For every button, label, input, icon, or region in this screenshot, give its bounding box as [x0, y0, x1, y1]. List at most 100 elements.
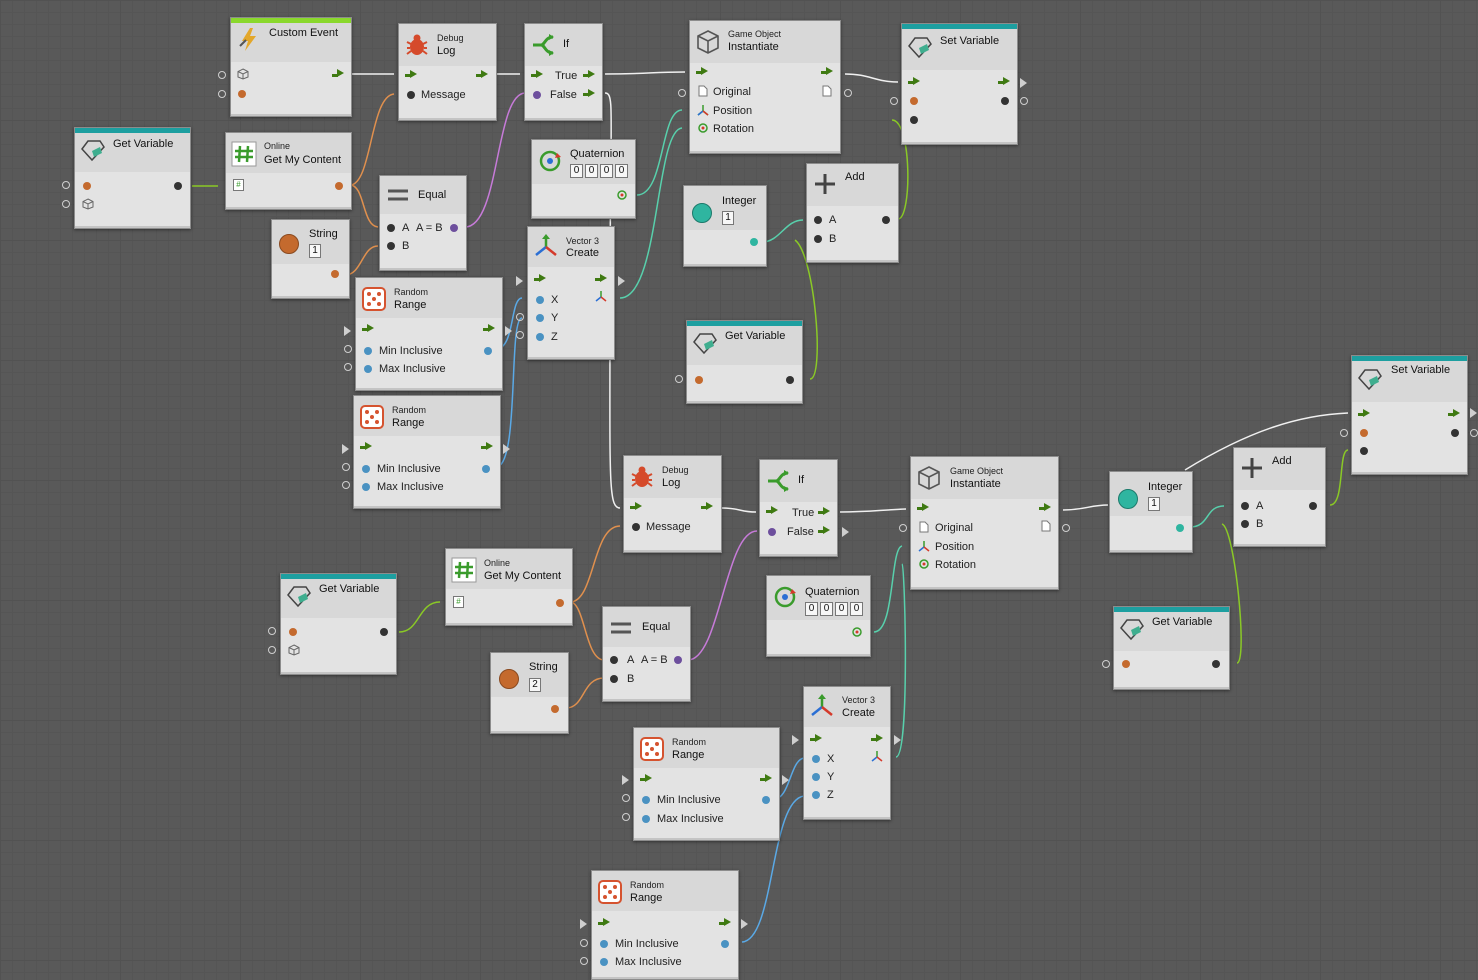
port-max[interactable] — [364, 365, 372, 373]
flow-out-empty[interactable] — [741, 919, 748, 929]
port-empty[interactable] — [899, 524, 907, 532]
port-min[interactable] — [642, 796, 650, 804]
flow-in-arrow[interactable] — [539, 274, 546, 282]
port-y[interactable] — [812, 773, 820, 781]
custom-event-node[interactable]: Custom Event — [230, 17, 352, 117]
flow-true-arrow[interactable] — [588, 70, 595, 78]
random-range-node[interactable]: Random Range Min Inclusive Max Inclusive — [353, 395, 501, 509]
port-empty[interactable] — [268, 646, 276, 654]
flow-in[interactable] — [362, 328, 368, 331]
flow-out[interactable] — [1039, 507, 1045, 510]
flow-in-arrow[interactable] — [603, 918, 610, 926]
flow-out-arrow[interactable] — [876, 734, 883, 742]
port-sum[interactable] — [882, 216, 890, 224]
port-min[interactable] — [362, 465, 370, 473]
get-variable-node[interactable]: Get Variable — [1113, 606, 1230, 690]
flow-out-arrow[interactable] — [1453, 409, 1460, 417]
flow-out-arrow[interactable] — [765, 774, 772, 782]
flow-out-empty[interactable] — [618, 276, 625, 286]
port-empty[interactable] — [675, 375, 683, 383]
port-value-out[interactable] — [1212, 660, 1220, 668]
flow-in-empty[interactable] — [580, 919, 587, 929]
flow-out-arrow[interactable] — [481, 70, 488, 78]
port-result[interactable] — [450, 224, 458, 232]
port-empty[interactable] — [342, 481, 350, 489]
flow-out[interactable] — [332, 74, 338, 77]
port-condition[interactable] — [533, 91, 541, 99]
port-condition[interactable] — [768, 528, 776, 536]
flow-in-empty[interactable] — [622, 775, 629, 785]
port-value-out[interactable] — [1001, 97, 1009, 105]
integer-node[interactable]: Integer 1 — [1109, 471, 1193, 553]
port-x[interactable] — [536, 296, 544, 304]
get-variable-node[interactable]: Get Variable — [74, 127, 191, 229]
flow-false-arrow[interactable] — [588, 89, 595, 97]
port-empty[interactable] — [1470, 429, 1478, 437]
flow-out-empty[interactable] — [894, 735, 901, 745]
integer-value-field[interactable]: 1 — [722, 211, 734, 225]
quaternion-y-field[interactable]: 0 — [820, 602, 833, 616]
flow-in-empty[interactable] — [516, 276, 523, 286]
port-empty[interactable] — [1020, 97, 1028, 105]
port-object[interactable] — [1122, 660, 1130, 668]
instantiate-node[interactable]: Game Object Instantiate Original Positio… — [910, 456, 1059, 590]
flow-out[interactable] — [701, 506, 707, 509]
port-z[interactable] — [812, 791, 820, 799]
flow-in[interactable] — [405, 74, 411, 77]
port-empty[interactable] — [516, 331, 524, 339]
flow-in-arrow[interactable] — [536, 70, 543, 78]
string-node[interactable]: String 2 — [490, 652, 569, 734]
quaternion-w-field[interactable]: 0 — [850, 602, 863, 616]
port-value-in[interactable] — [1360, 447, 1368, 455]
port-empty[interactable] — [1102, 660, 1110, 668]
port-b[interactable] — [610, 675, 618, 683]
port-b[interactable] — [387, 242, 395, 250]
flow-out[interactable] — [871, 738, 877, 741]
get-variable-node[interactable]: Get Variable — [686, 320, 803, 404]
port-message[interactable] — [632, 523, 640, 531]
flow-in[interactable] — [696, 71, 702, 74]
flow-in-empty[interactable] — [792, 735, 799, 745]
flow-in-arrow[interactable] — [367, 324, 374, 332]
equal-node[interactable]: Equal A A = B B — [379, 175, 467, 271]
port-empty[interactable] — [1340, 429, 1348, 437]
random-range-node[interactable]: Random Range Min Inclusive Max Inclusive — [355, 277, 503, 391]
port-max[interactable] — [600, 958, 608, 966]
port-empty[interactable] — [344, 345, 352, 353]
flow-out-arrow[interactable] — [486, 442, 493, 450]
string-value-field[interactable]: 1 — [309, 244, 321, 258]
flow-out[interactable] — [483, 328, 489, 331]
flow-out[interactable] — [476, 74, 482, 77]
flow-in-empty[interactable] — [344, 326, 351, 336]
port-max[interactable] — [642, 815, 650, 823]
port-object[interactable] — [289, 628, 297, 636]
flow-in-arrow[interactable] — [771, 506, 778, 514]
online-get-my-content-node[interactable]: Online Get My Content # — [445, 548, 573, 626]
port-value-out[interactable] — [484, 347, 492, 355]
port-z[interactable] — [536, 333, 544, 341]
port-object-out[interactable] — [556, 599, 564, 607]
quaternion-w-field[interactable]: 0 — [615, 164, 628, 178]
port-object[interactable] — [83, 182, 91, 190]
flow-false-arrow[interactable] — [823, 526, 830, 534]
port-object[interactable] — [238, 90, 246, 98]
port-a[interactable] — [814, 216, 822, 224]
flow-in[interactable] — [630, 506, 636, 509]
get-variable-node[interactable]: Get Variable — [280, 573, 397, 675]
port-value-out[interactable] — [762, 796, 770, 804]
port-empty[interactable] — [622, 813, 630, 821]
equal-node[interactable]: Equal A A = B B — [602, 606, 691, 702]
port-object[interactable] — [1360, 429, 1368, 437]
string-value-field[interactable]: 2 — [529, 678, 541, 692]
quaternion-x-field[interactable]: 0 — [570, 164, 583, 178]
flow-in[interactable] — [640, 778, 646, 781]
string-node[interactable]: String 1 — [271, 219, 350, 299]
port-value-out[interactable] — [786, 376, 794, 384]
flow-out[interactable] — [760, 778, 766, 781]
port-value-out[interactable] — [380, 628, 388, 636]
flow-out-arrow[interactable] — [1003, 77, 1010, 85]
flow-out-empty[interactable] — [503, 444, 510, 454]
port-empty[interactable] — [342, 463, 350, 471]
flow-false[interactable] — [583, 93, 589, 96]
port-empty[interactable] — [580, 939, 588, 947]
